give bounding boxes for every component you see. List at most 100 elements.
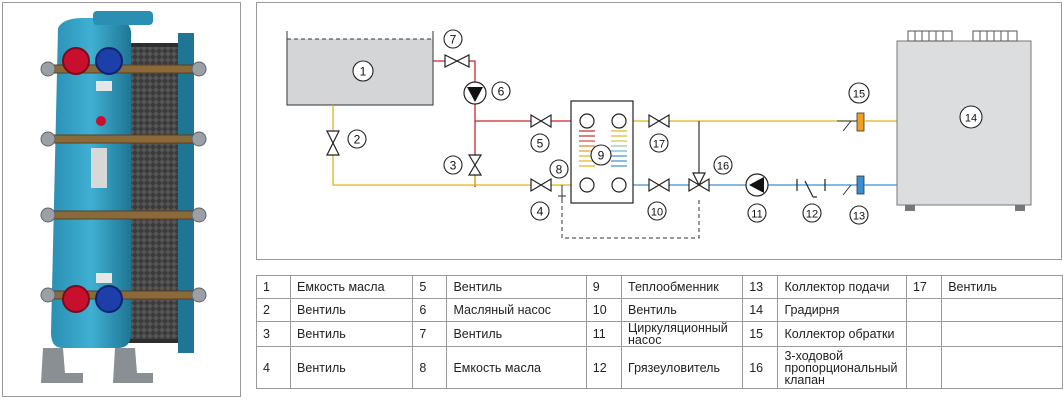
legend-description: Градирня [777, 298, 907, 322]
callout-label: 2 [354, 133, 361, 147]
callout-label: 14 [965, 113, 977, 125]
valve-7 [444, 54, 470, 68]
legend-description [941, 321, 1063, 347]
callout-7: 7 [443, 29, 463, 49]
legend-number [905, 298, 943, 322]
callout-label: 4 [537, 205, 544, 219]
heat-exchanger-photo [2, 2, 241, 397]
callout-10: 10 [647, 201, 667, 221]
port-red-bottom [62, 285, 90, 313]
legend-number: 13 [742, 275, 779, 299]
port-blue-top [95, 47, 123, 75]
callout-label: 10 [651, 207, 663, 219]
callout-label: 11 [751, 209, 762, 221]
legend-description: Циркуляционный насос [621, 321, 744, 347]
callout-label: 8 [556, 163, 563, 177]
legend-description: Теплообменник [621, 275, 744, 299]
legend-description: Вентиль [290, 298, 414, 322]
oil-pump [463, 81, 487, 105]
callout-3: 3 [443, 155, 463, 175]
callout-label: 5 [537, 137, 544, 151]
callout-12: 12 [802, 203, 822, 223]
valve-5 [530, 113, 552, 129]
valve-10 [648, 177, 670, 193]
legend-number: 16 [742, 346, 779, 389]
legend-number: 2 [255, 298, 292, 322]
legend-number: 4 [255, 346, 292, 389]
valve-3 [467, 154, 483, 176]
legend-description: Емкость масла [290, 275, 414, 299]
callout-label: 15 [853, 89, 865, 101]
return-collector-blue [856, 175, 865, 195]
callout-label: 3 [450, 159, 457, 173]
legend-number: 7 [412, 321, 448, 347]
callout-5: 5 [530, 133, 550, 153]
callout-11: 11 [747, 203, 767, 223]
bypass-dashed-line [561, 185, 700, 239]
legend-description [941, 298, 1063, 322]
legend-number: 1 [255, 275, 292, 299]
legend-number: 11 [585, 321, 623, 347]
callout-label: 9 [598, 149, 605, 163]
callout-label: 13 [853, 211, 865, 223]
callout-6: 6 [491, 81, 511, 101]
callout-label: 7 [450, 33, 457, 47]
valve-16 [688, 172, 710, 193]
legend-number: 14 [742, 298, 779, 322]
legend-description: Масляный насос [446, 298, 587, 322]
callout-13: 13 [849, 205, 869, 225]
legend-description: Коллектор подачи [777, 275, 907, 299]
callout-8: 8 [549, 159, 569, 179]
callout-label: 12 [806, 209, 818, 221]
legend-number: 5 [412, 275, 448, 299]
callout-label: 6 [498, 85, 505, 99]
legend-number: 9 [585, 275, 623, 299]
supply-collector-orange [856, 112, 865, 132]
legend-number: 15 [742, 321, 779, 347]
legend-description: Вентиль [290, 321, 414, 347]
callout-label: 16 [717, 161, 729, 173]
legend-number: 6 [412, 298, 448, 322]
legend-description: Грязеуловитель [621, 346, 744, 389]
callout-9: 9 [590, 144, 612, 166]
legend-number [905, 346, 943, 389]
callout-label: 1 [360, 65, 367, 79]
callout-2: 2 [347, 129, 367, 149]
legend-number [905, 321, 943, 347]
legend-description: Коллектор обратки [777, 321, 907, 347]
legend-description: Вентиль [621, 298, 744, 322]
support-foot-left [41, 348, 83, 383]
legend-number: 10 [585, 298, 623, 322]
valves [326, 54, 710, 193]
legend-description: Вентиль [446, 275, 587, 299]
callout-1: 1 [352, 60, 374, 82]
valve-17 [648, 113, 670, 129]
support-foot-right [113, 348, 153, 383]
legend-number: 3 [255, 321, 292, 347]
legend-number: 8 [412, 346, 448, 389]
legend-description: Вентиль [290, 346, 414, 389]
callout-4: 4 [530, 201, 550, 221]
legend-description [941, 346, 1063, 389]
legend-description: Емкость масла [446, 346, 587, 389]
valve-4 [530, 177, 552, 193]
legend-description: Вентиль [941, 275, 1063, 299]
strainer [796, 179, 826, 198]
callout-14: 14 [959, 105, 983, 129]
port-red-top [62, 47, 90, 75]
circulation-pump [745, 173, 769, 197]
collectors [837, 112, 897, 196]
callout-16: 16 [713, 155, 733, 175]
legend-number: 12 [585, 346, 623, 389]
callout-17: 17 [649, 133, 669, 153]
port-blue-bottom [95, 285, 123, 313]
heat-exchanger-illustration [40, 11, 207, 383]
legend-number: 17 [905, 275, 943, 299]
